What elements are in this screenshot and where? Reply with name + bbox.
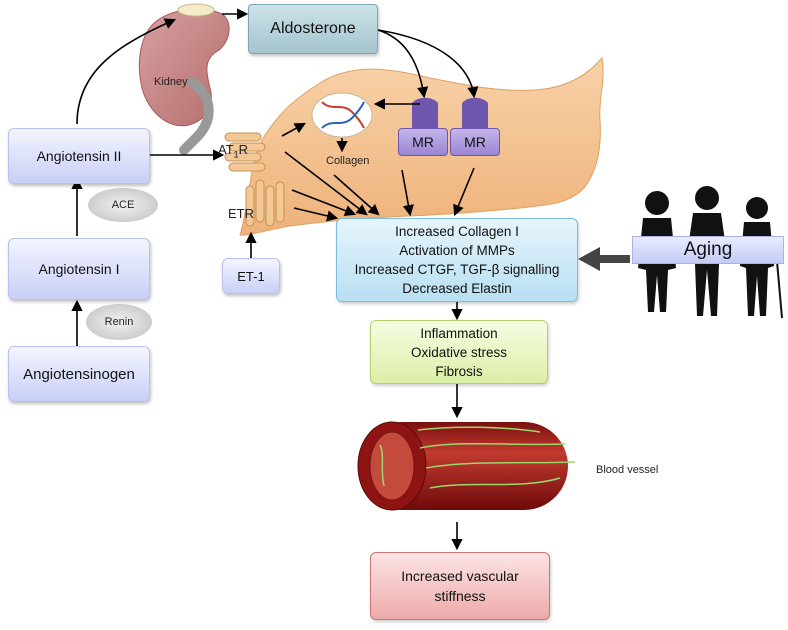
stiffness-line-2: stiffness <box>434 588 486 604</box>
effect-collagen: Increased Collagen I <box>395 224 519 239</box>
kidney-label: Kidney <box>154 76 188 88</box>
ace-label: ACE <box>111 199 135 211</box>
effects-box: Increased Collagen I Activation of MMPs … <box>336 218 578 302</box>
outcome-inflammation: Inflammation <box>420 325 498 341</box>
angiotensin-2-label: Angiotensin II <box>36 148 122 164</box>
etr-label: ETR <box>228 206 254 221</box>
etr-receptor <box>245 179 285 227</box>
outcome-fibrosis: Fibrosis <box>435 363 483 379</box>
at1r-subscript: 1 <box>233 149 239 160</box>
outcome-oxidative: Oxidative stress <box>410 344 508 360</box>
effect-elastin: Decreased Elastin <box>402 281 512 296</box>
kidney-shape <box>138 8 230 127</box>
aldosterone-label: Aldosterone <box>270 20 356 37</box>
aging-box: Aging <box>632 236 784 264</box>
aging-arrow <box>578 247 630 271</box>
effect-ctgf: Increased CTGF, TGF-β signalling <box>354 262 560 277</box>
angiotensin-1-box: Angiotensin I <box>8 238 150 300</box>
at1r-text: AT <box>218 142 234 157</box>
angiotensin-2-box: Angiotensin II <box>8 128 150 184</box>
blood-vessel-label: Blood vessel <box>596 464 659 476</box>
et1-label: ET-1 <box>237 268 265 284</box>
mr-label-2: MR <box>464 134 486 150</box>
mr-label-1: MR <box>412 134 434 150</box>
stiffness-box: Increased vascular stiffness <box>370 552 550 620</box>
ureter <box>179 77 214 155</box>
at1r-suffix: R <box>238 142 249 157</box>
mr-box-2: MR <box>450 128 500 156</box>
stiffness-line-1: Increased vascular <box>401 568 519 584</box>
at1r-label: AT1R <box>218 142 248 160</box>
renin-label: Renin <box>104 316 134 328</box>
effect-mmps: Activation of MMPs <box>399 243 515 258</box>
ace-ellipse: ACE <box>88 188 158 222</box>
aldosterone-box: Aldosterone <box>248 4 378 54</box>
angiotensin-1-label: Angiotensin I <box>38 261 120 277</box>
aging-label: Aging <box>683 239 733 260</box>
mr-box-1: MR <box>398 128 448 156</box>
collagen-label: Collagen <box>326 155 370 167</box>
outcomes-box: Inflammation Oxidative stress Fibrosis <box>370 320 548 384</box>
angiotensinogen-label: Angiotensinogen <box>23 365 135 383</box>
et1-box: ET-1 <box>222 258 280 294</box>
angiotensinogen-box: Angiotensinogen <box>8 346 150 402</box>
blood-vessel <box>357 421 576 511</box>
at1r-receptor <box>224 132 266 172</box>
renin-ellipse: Renin <box>86 304 152 340</box>
nucleus-oval <box>311 92 373 138</box>
